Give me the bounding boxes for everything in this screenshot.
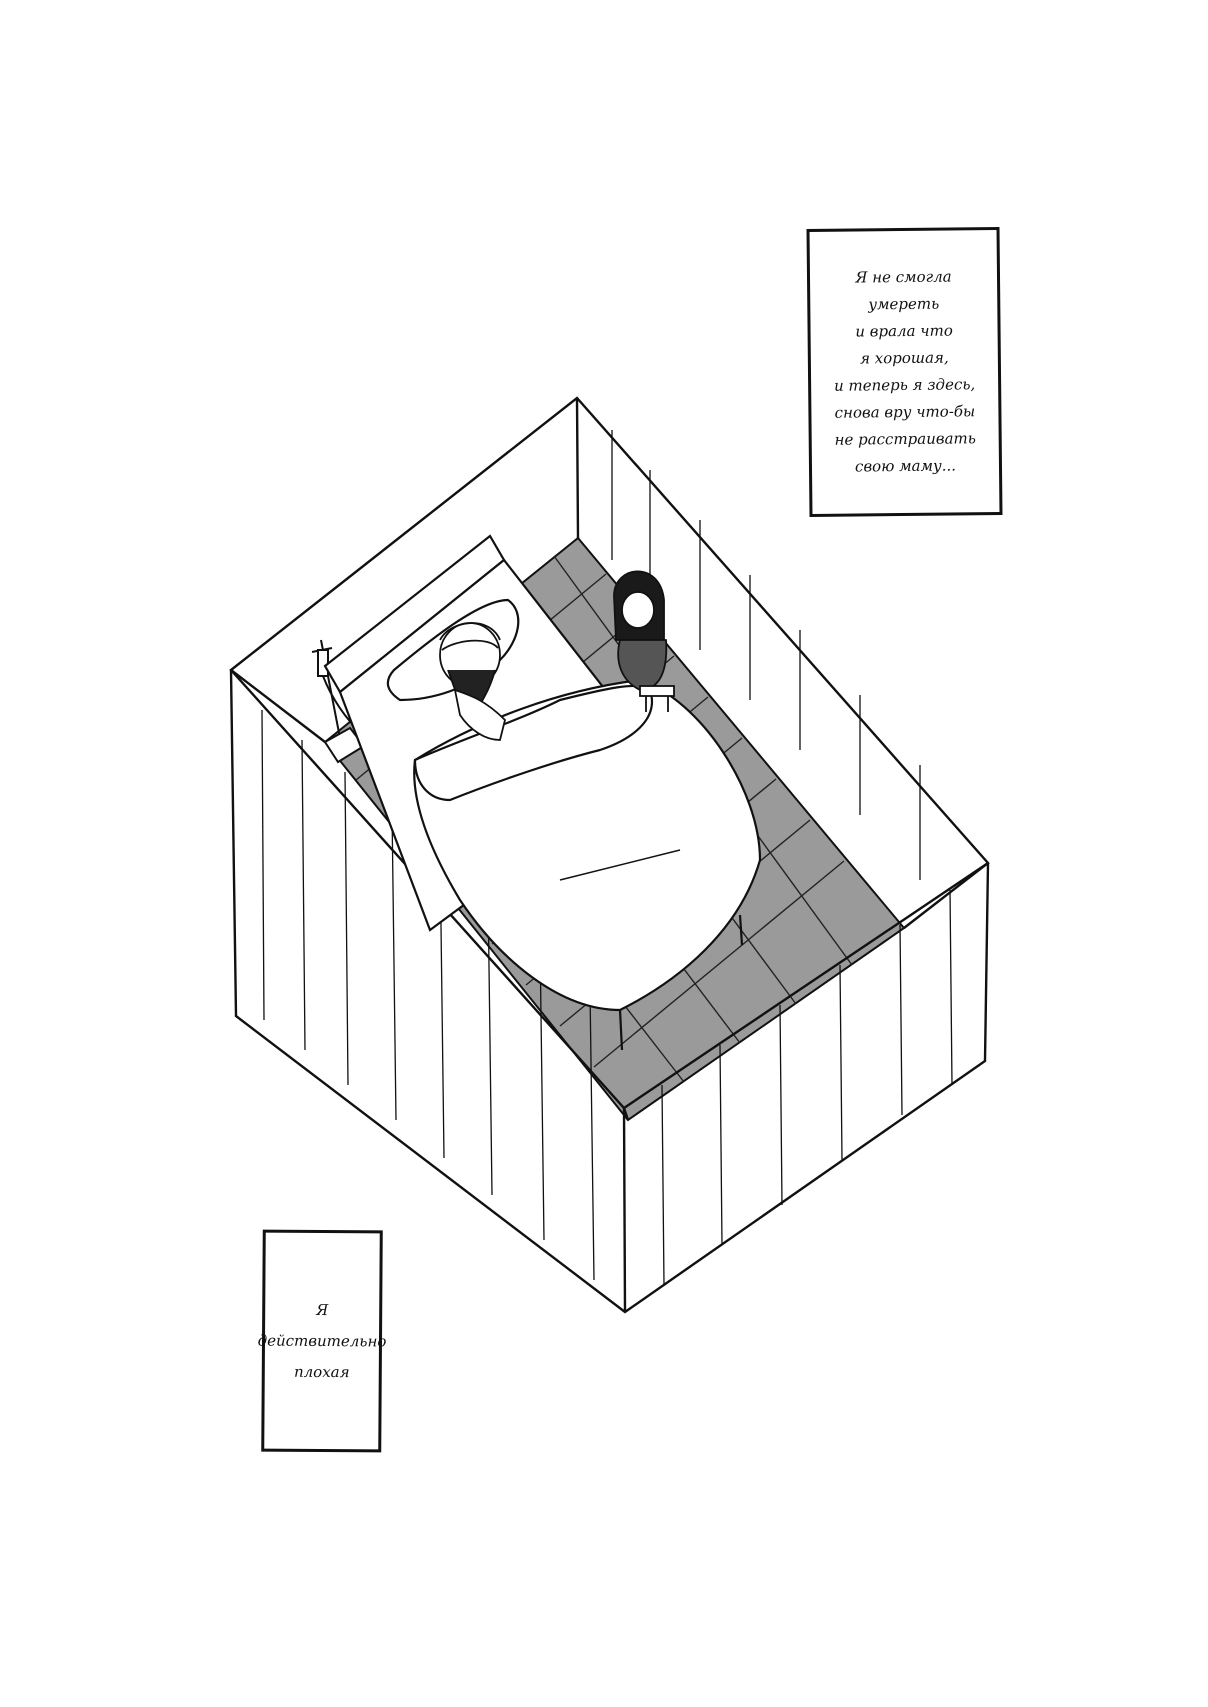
patient-figure (439, 622, 506, 741)
narration-line: я хорошая, (859, 348, 949, 368)
narration-box-top: Я не смогла умереть и врала что я хороша… (806, 226, 1003, 518)
narration-line: и теперь я здесь, (833, 375, 976, 395)
narration-line: Я (316, 1300, 329, 1319)
hospital-bed (323, 534, 762, 1051)
narration-line: снова вру что-бы (834, 402, 976, 422)
narration-line: свою маму... (854, 456, 957, 476)
visitor-figure (613, 570, 675, 712)
narration-line: умереть (868, 294, 940, 314)
narration-box-bottom: Я действительно плохая (258, 1229, 386, 1453)
narration-line: действительно (257, 1331, 387, 1350)
narration-line: и врала что (855, 321, 953, 341)
narration-line: не расстраивать (834, 429, 976, 449)
room-walls (229, 396, 990, 1314)
narration-line: Я не смогла (855, 267, 952, 287)
narration-line: плохая (293, 1362, 350, 1381)
